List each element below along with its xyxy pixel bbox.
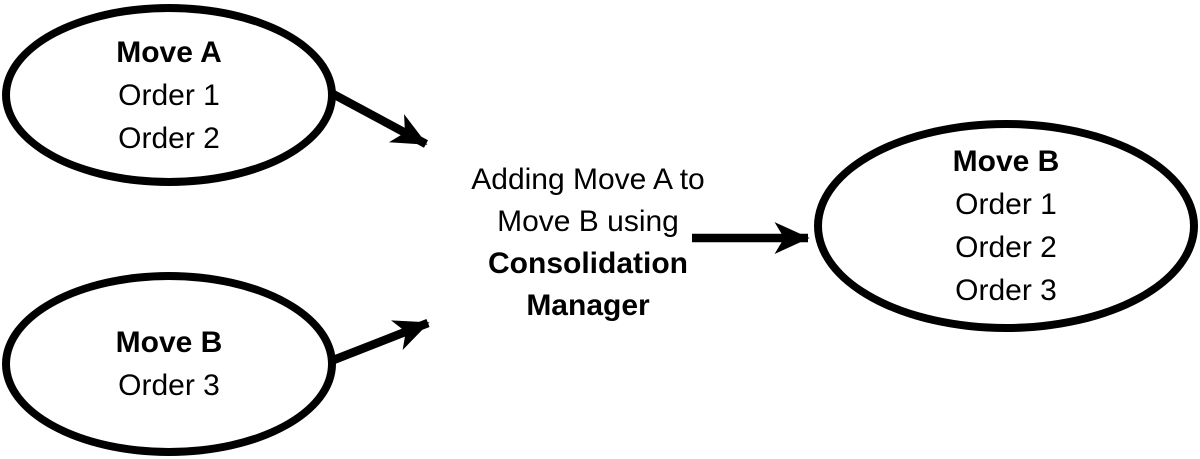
node-order-line: Order 2 bbox=[955, 231, 1057, 264]
node-order-line: Order 1 bbox=[118, 78, 220, 112]
node-order-line: Order 1 bbox=[955, 188, 1057, 221]
process-label-line-1: Adding Move A to bbox=[471, 163, 705, 196]
node-order-line: Order 2 bbox=[118, 121, 220, 155]
node-order-line: Order 3 bbox=[955, 274, 1057, 307]
process-label-line-4: Manager bbox=[526, 289, 650, 322]
node-move-b-source: Move B Order 3 bbox=[2, 272, 336, 456]
node-title: Move B bbox=[952, 145, 1060, 178]
arrow-move-b-to-process bbox=[329, 319, 430, 365]
node-move-b-result: Move B Order 1 Order 2 Order 3 bbox=[814, 120, 1198, 332]
node-order-line: Order 3 bbox=[118, 369, 220, 402]
process-label-line-2: Move B using bbox=[497, 205, 679, 238]
process-label: Adding Move A to Move B using Consolidat… bbox=[438, 159, 738, 327]
node-title: Move A bbox=[116, 35, 222, 69]
node-move-a-source: Move A Order 1 Order 2 bbox=[2, 4, 336, 186]
node-title: Move B bbox=[115, 326, 223, 359]
process-label-line-3: Consolidation bbox=[488, 247, 688, 280]
arrow-move-a-to-process bbox=[330, 90, 429, 148]
